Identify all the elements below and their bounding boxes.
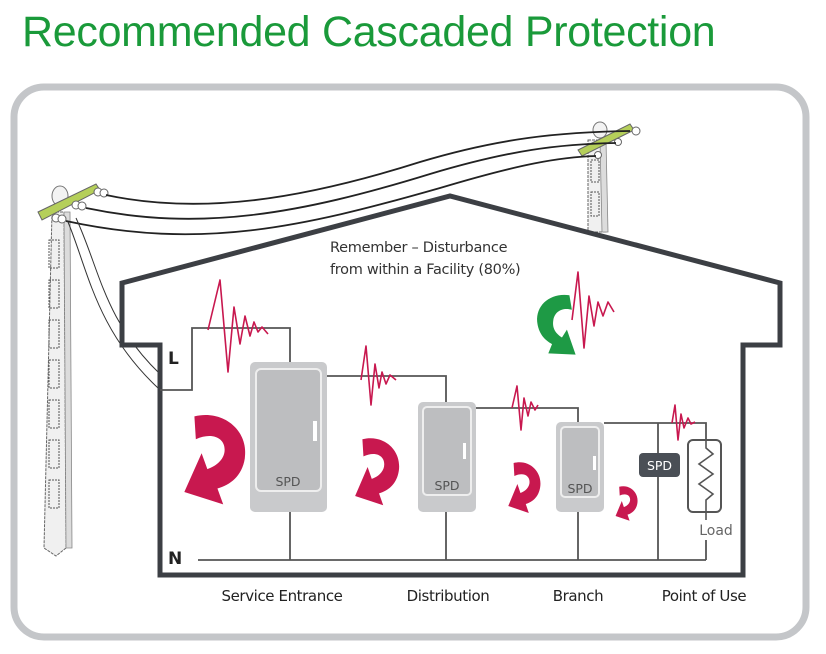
- surge-wave-icon: [511, 385, 539, 431]
- line-wiring: [160, 327, 707, 453]
- stage-label-point-of-use: Point of Use: [662, 587, 747, 605]
- stage-label-distribution: Distribution: [407, 587, 490, 605]
- stage-label-branch: Branch: [553, 587, 604, 605]
- service-drop: [67, 217, 161, 389]
- neutral-conductor-label: N: [168, 549, 182, 569]
- line-conductor-label: L: [168, 349, 179, 369]
- surge-wave-icon: [360, 345, 397, 406]
- load-label: Load: [699, 523, 733, 539]
- utility-pole-left: [37, 183, 109, 557]
- spd-label: SPD: [434, 478, 459, 493]
- overhead-wires: [65, 130, 631, 236]
- spd-label: SPD: [647, 458, 672, 473]
- branch-panel: SPD: [556, 422, 604, 512]
- surge-wave-icon: [671, 404, 696, 441]
- note-line-1: Remember – Disturbance: [330, 240, 508, 256]
- service-entrance-panel: SPD: [250, 362, 327, 512]
- surge-waves: [207, 271, 696, 441]
- resistor-icon: [697, 440, 715, 512]
- load: Load: [687, 439, 733, 539]
- point-of-use-spd: SPD: [639, 453, 680, 477]
- neutral-wiring: [198, 477, 707, 561]
- distribution-panel: SPD: [418, 402, 476, 512]
- spd-label: SPD: [275, 474, 300, 489]
- note-line-2: from within a Facility (80%): [330, 262, 520, 278]
- stage-label-service-entrance: Service Entrance: [221, 587, 342, 605]
- surge-wave-icon: [571, 271, 615, 349]
- page-title: Recommended Cascaded Protection: [22, 8, 716, 56]
- spd-label: SPD: [567, 481, 592, 496]
- utility-pole-right: [577, 121, 641, 233]
- outer-frame: [10, 83, 810, 641]
- surge-wave-icon: [207, 279, 269, 373]
